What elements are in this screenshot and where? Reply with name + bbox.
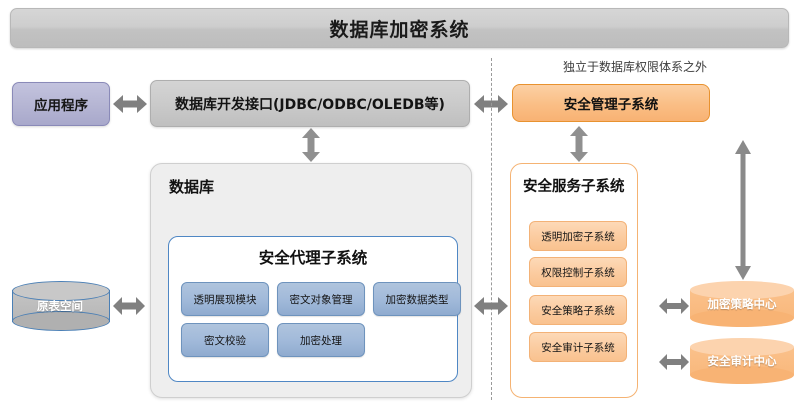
application-box-label: 应用程序: [34, 98, 88, 114]
security-service-container: 安全服务子系统 透明加密子系统 权限控制子系统 安全策略子系统 安全审计子系统: [510, 163, 638, 398]
page-title: 数据库加密系统: [329, 18, 470, 41]
arrow-audit-subsystem-to-audit-center: [659, 352, 689, 372]
arrow-database-to-service: [474, 295, 508, 317]
application-box: 应用程序: [12, 82, 110, 126]
encryption-policy-center-cylinder: 加密策略中心: [690, 281, 794, 327]
security-agent-title: 安全代理子系统: [258, 249, 368, 267]
arrow-management-to-service: [568, 126, 590, 162]
database-container-title: 数据库: [169, 178, 215, 196]
source-tablespace-cylinder: 原表空间: [12, 281, 110, 331]
cylinder-bottom: [690, 309, 794, 327]
security-management-box: 安全管理子系统: [512, 84, 710, 122]
security-management-label: 安全管理子系统: [563, 97, 659, 113]
arrow-application-to-api: [113, 93, 147, 115]
cylinder-top: [12, 281, 110, 301]
arrow-tablespace-to-database: [113, 295, 145, 317]
service-item: 安全策略子系统: [529, 295, 627, 325]
cylinder-top: [690, 281, 794, 299]
cylinder-top: [690, 338, 794, 356]
agent-module-row-2: 密文校验 加密处理: [181, 323, 365, 357]
security-service-title: 安全服务子系统: [523, 179, 625, 195]
database-api-box: 数据库开发接口(JDBC/ODBC/OLEDB等): [150, 80, 470, 127]
cylinder-bottom: [12, 311, 110, 331]
agent-module: 加密处理: [277, 323, 365, 357]
service-item: 安全审计子系统: [529, 332, 627, 362]
encryption-policy-center-label: 加密策略中心: [707, 297, 777, 311]
security-agent-subsystem: 安全代理子系统 透明展现模块 密文对象管理 加密数据类型 密文校验 加密处理: [168, 236, 461, 382]
agent-module: 密文校验: [181, 323, 269, 357]
arrow-management-to-policy-center: [733, 140, 753, 280]
diagram-title-banner: 数据库加密系统: [10, 8, 789, 48]
boundary-divider: [491, 58, 492, 400]
arrow-api-to-database: [300, 128, 322, 162]
service-item: 透明加密子系统: [529, 221, 627, 251]
agent-module: 密文对象管理: [277, 282, 365, 316]
database-api-label: 数据库开发接口(JDBC/ODBC/OLEDB等): [175, 96, 445, 113]
security-audit-center-label: 安全审计中心: [707, 354, 777, 368]
independence-note: 独立于数据库权限体系之外: [562, 60, 707, 74]
security-audit-center-cylinder: 安全审计中心: [690, 338, 794, 384]
database-container: 数据库 安全代理子系统 透明展现模块 密文对象管理 加密数据类型 密文校验 加密…: [150, 163, 472, 398]
arrow-policy-subsystem-to-policy-center: [659, 296, 689, 316]
agent-module-row-1: 透明展现模块 密文对象管理 加密数据类型: [181, 282, 461, 316]
cylinder-bottom: [690, 366, 794, 384]
source-tablespace-label: 原表空间: [37, 299, 83, 313]
service-item: 权限控制子系统: [529, 257, 627, 287]
agent-module: 加密数据类型: [373, 282, 461, 316]
agent-module: 透明展现模块: [181, 282, 269, 316]
